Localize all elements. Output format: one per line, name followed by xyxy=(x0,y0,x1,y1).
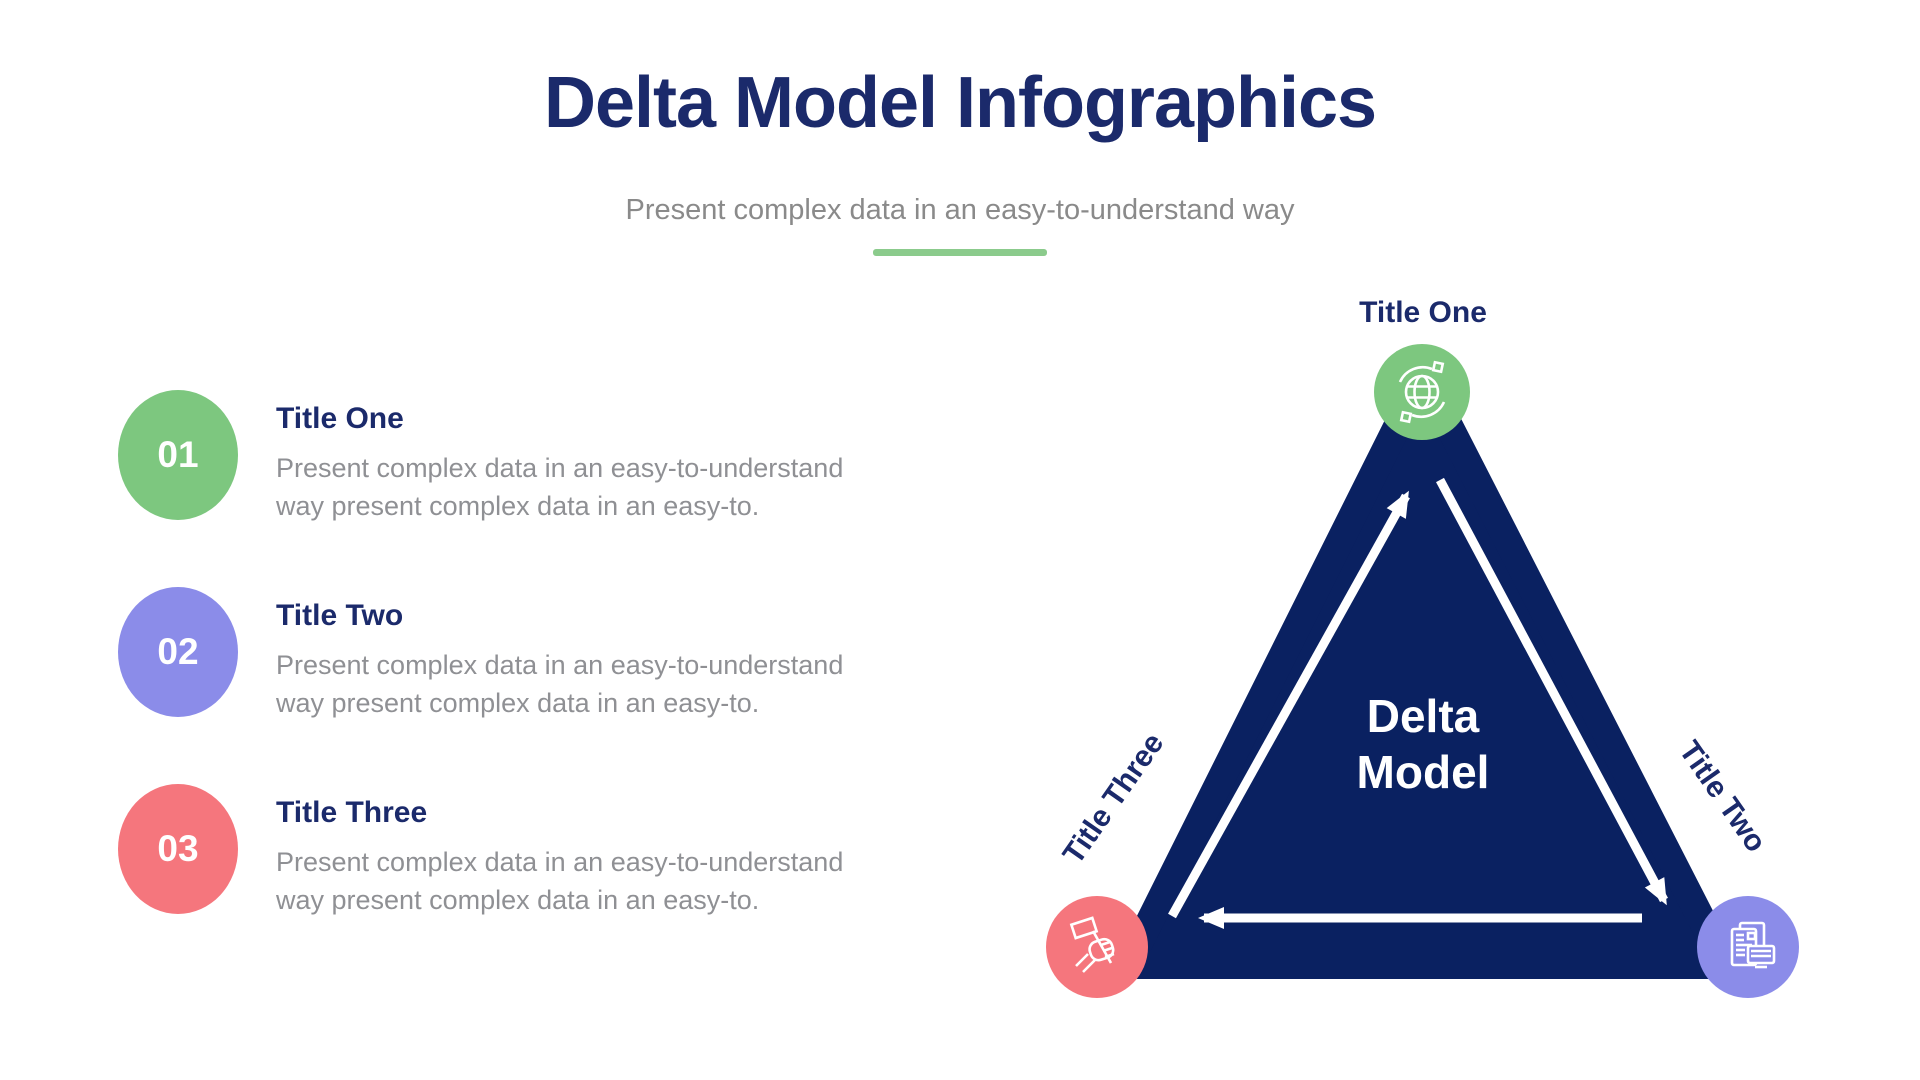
item-title: Title Two xyxy=(276,599,404,632)
vertex-circle-bottom-left xyxy=(1046,896,1148,998)
vertex-circle-top xyxy=(1374,344,1470,440)
cycle-arrows xyxy=(1168,477,1668,929)
item-number: 01 xyxy=(157,434,199,475)
item-text: Title Three Present complex data in an e… xyxy=(276,784,876,920)
item-title: Title One xyxy=(276,402,404,435)
item-description: Present complex data in an easy-to-under… xyxy=(276,453,844,521)
globe-sync-icon xyxy=(1398,360,1446,424)
delta-model-diagram: Title One Title Two Title Three Delta Mo… xyxy=(1020,280,1880,1070)
documents-card-icon xyxy=(1730,921,1776,969)
item-description: Present complex data in an easy-to-under… xyxy=(276,847,844,915)
item-title: Title Three xyxy=(276,796,428,829)
list-item: 01 Title One Present complex data in an … xyxy=(118,390,876,526)
list-item: 03 Title Three Present complex data in a… xyxy=(118,784,876,920)
list-item: 02 Title Two Present complex data in an … xyxy=(118,587,876,723)
hand-flag-icon xyxy=(1069,916,1115,973)
page-title: Delta Model Infographics xyxy=(543,63,1377,143)
item-text: Title One Present complex data in an eas… xyxy=(276,390,876,526)
item-number: 03 xyxy=(157,828,199,869)
item-description: Present complex data in an easy-to-under… xyxy=(276,650,844,718)
item-number-badge: 01 xyxy=(118,390,238,520)
diagram-svg xyxy=(1046,344,1799,998)
page-subtitle: Present complex data in an easy-to-under… xyxy=(625,194,1295,226)
item-number: 02 xyxy=(157,631,199,672)
cycle-arrow-down-right-side xyxy=(1436,477,1668,906)
diagram-center-label: Delta Model xyxy=(1356,690,1490,799)
vertex-label-top: Title One xyxy=(1359,296,1487,329)
title-underline-accent xyxy=(873,249,1047,256)
item-number-badge: 02 xyxy=(118,587,238,717)
delta-triangle xyxy=(1114,361,1739,979)
item-number-badge: 03 xyxy=(118,784,238,914)
item-text: Title Two Present complex data in an eas… xyxy=(276,587,876,723)
cycle-arrow-up-left-side xyxy=(1168,490,1410,919)
